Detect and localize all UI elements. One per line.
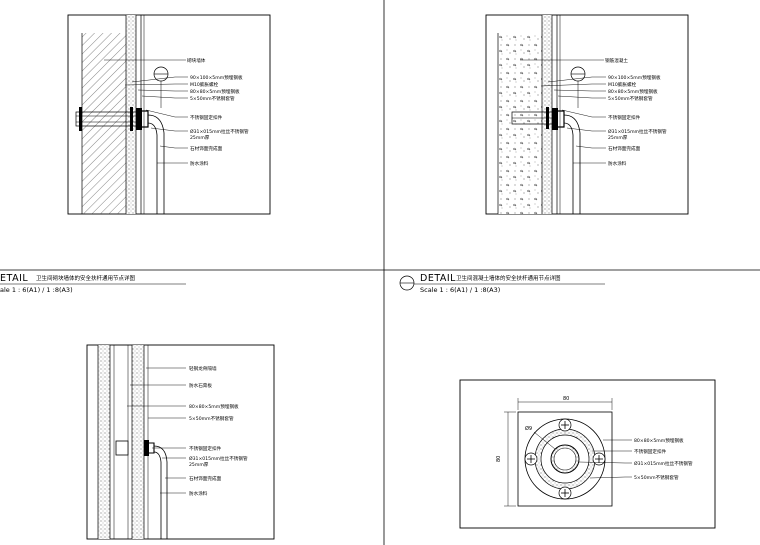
detail-concrete-wall: 钢筋混凝土 90×100×5mm预埋钢板 M10膨胀螺栓 80×80×5mm预埋… [399, 14, 689, 294]
label-2: 防水石膏板 [189, 382, 212, 389]
label-3: M10膨胀螺栓 [190, 81, 219, 88]
detail-frame [485, 14, 689, 215]
detail-frame [67, 14, 271, 215]
label-6: 不锈钢固定扣件 [190, 114, 223, 121]
label-2: 90×100×5mm预埋钢板 [190, 74, 243, 81]
label-6: Ø31×015mm拉丝不锈钢管 [189, 455, 248, 462]
label-9: 石材饰面完成面 [190, 145, 223, 152]
dim-top: 80 [563, 396, 569, 402]
concrete-wall [498, 33, 542, 214]
brick-wall-hatch [82, 33, 126, 214]
caption-scale: Scale 1 : 6(A1) / 1 :8(A3) [420, 286, 500, 294]
embedded-plate [115, 440, 129, 456]
label-10: 防水涂料 [608, 160, 627, 167]
dim-side: 80 [496, 456, 502, 462]
detail-stud-wall: 轻钢龙骨隔墙 防水石膏板 80×80×5mm预埋钢板 5×50mm不锈钢套管 不… [86, 344, 275, 540]
caption-prefix: DETAIL [420, 273, 456, 284]
label-8: 25mm厚 [190, 135, 210, 141]
label-10: 防水涂料 [190, 160, 209, 167]
label-1: 钢筋混凝土 [605, 57, 628, 64]
label-4: 5×50mm不锈钢套管 [634, 474, 679, 481]
label-3: 80×80×5mm预埋钢板 [189, 403, 239, 410]
detail-brick-wall: 砌块墙体 90×100×5mm预埋钢板 M10膨胀螺栓 80×80×5mm预埋钢… [0, 14, 271, 294]
label-1: 轻钢龙骨隔墙 [189, 365, 217, 372]
caption-prefix: ETAIL [0, 273, 28, 284]
caption-title: 卫生间砌块墙体的安全扶杆通用节点详图 [36, 274, 136, 282]
embedded-plate [552, 108, 558, 130]
wall-board-right [132, 345, 144, 539]
label-9: 石材饰面完成面 [608, 145, 641, 152]
base-plate [517, 411, 613, 507]
label-3: Ø31×015mm拉丝不锈钢管 [634, 460, 693, 467]
label-2: 90×100×5mm预埋钢板 [608, 74, 661, 81]
label-4: 80×80×5mm预埋钢板 [608, 88, 658, 95]
handrail-tube [563, 114, 581, 214]
embedded-plate [136, 108, 142, 130]
handrail-tube [147, 114, 165, 214]
label-1: 砌块墙体 [187, 57, 206, 64]
wall-board-left [98, 345, 110, 539]
handrail-tube [153, 445, 168, 539]
label-6: 不锈钢固定扣件 [608, 114, 641, 121]
label-5: 不锈钢固定扣件 [189, 445, 222, 452]
label-7: 25mm厚 [189, 462, 209, 468]
caption-scale: ale 1 : 6(A1) / 1 :8(A3) [0, 286, 73, 294]
caption-title: 卫生间混凝土墙体的安全扶杆通用节点详图 [456, 274, 561, 282]
label-4: 5×50mm不锈钢套管 [189, 415, 234, 422]
detail-flange-plan: 80 80 Ø9 80×80×5m [459, 379, 716, 529]
label-3: M10膨胀螺栓 [608, 81, 637, 88]
label-7: Ø31×015mm拉丝不锈钢管 [608, 128, 667, 135]
detail-frame [86, 344, 275, 540]
caption: DETAIL 卫生间混凝土墙体的安全扶杆通用节点详图 Scale 1 : 6(A… [399, 273, 605, 294]
label-8: 石材饰面完成面 [189, 475, 222, 482]
label-5: 5×50mm不锈钢套管 [190, 95, 235, 102]
label-7: Ø31×015mm拉丝不锈钢管 [190, 128, 249, 135]
dim-diameter: Ø9 [525, 425, 532, 432]
label-9: 防水涂料 [189, 490, 208, 497]
caption: ETAIL 卫生间砌块墙体的安全扶杆通用节点详图 ale 1 : 6(A1) /… [0, 273, 186, 294]
label-2: 不锈钢固定扣件 [634, 448, 667, 455]
label-5: 5×50mm不锈钢套管 [608, 95, 653, 102]
label-8: 25mm厚 [608, 135, 628, 141]
label-4: 80×80×5mm预埋钢板 [190, 88, 240, 95]
detail-frame [459, 379, 716, 529]
label-1: 80×80×5mm预埋钢板 [634, 437, 684, 444]
